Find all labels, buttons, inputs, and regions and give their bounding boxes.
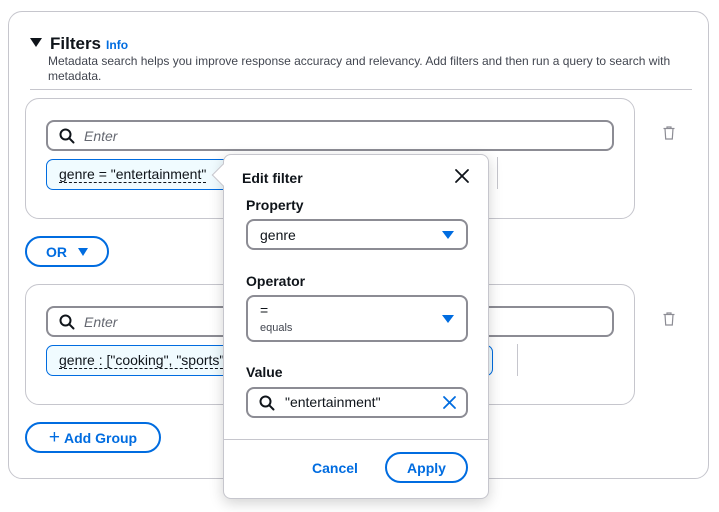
property-label: Property (246, 197, 304, 213)
operator-label: Operator (246, 273, 306, 289)
search-icon (59, 128, 75, 144)
value-input[interactable]: "entertainment" (246, 387, 468, 418)
operator-value: = (260, 302, 269, 318)
value-label: Value (246, 364, 283, 380)
add-group-button[interactable]: + Add Group (25, 422, 161, 453)
cancel-button[interactable]: Cancel (312, 460, 358, 476)
filters-header[interactable]: Filters Info (30, 34, 128, 54)
filter-token[interactable]: genre = "entertainment" (46, 159, 236, 190)
trash-icon[interactable] (663, 312, 675, 326)
value-text: "entertainment" (285, 394, 381, 410)
apply-button[interactable]: Apply (385, 452, 468, 483)
trash-icon[interactable] (663, 126, 675, 140)
search-placeholder: Enter (84, 314, 118, 330)
filters-title: Filters (50, 34, 102, 53)
info-link[interactable]: Info (106, 38, 129, 52)
search-icon (59, 314, 75, 330)
add-group-label: Add Group (64, 429, 138, 446)
property-value: genre (260, 227, 296, 243)
divider (30, 89, 692, 90)
clear-icon[interactable] (442, 395, 457, 410)
close-icon[interactable] (454, 168, 470, 184)
caret-down-icon (442, 315, 454, 323)
plus-icon: + (48, 426, 60, 448)
or-dropdown-button[interactable]: OR (25, 236, 109, 267)
filters-description: Metadata search helps you improve respon… (48, 54, 671, 83)
popover-divider (224, 439, 488, 440)
edit-filter-popover: Edit filter Property genre Operator = eq… (211, 154, 489, 499)
or-label: OR (46, 243, 67, 260)
group1-search-input[interactable]: Enter (46, 120, 614, 151)
caret-down-icon[interactable] (30, 38, 42, 47)
operator-description: equals (260, 322, 293, 334)
filter-token-label[interactable]: genre : ["cooking", "sports"] (59, 352, 229, 369)
token-separator (517, 344, 518, 376)
popover-title: Edit filter (242, 170, 303, 186)
token-separator (497, 157, 498, 189)
search-placeholder: Enter (84, 128, 118, 144)
caret-down-icon (78, 247, 88, 256)
search-icon (259, 395, 275, 411)
operator-select[interactable]: = equals (246, 295, 468, 342)
filter-token-label[interactable]: genre = "entertainment" (59, 166, 207, 183)
caret-down-icon (442, 231, 454, 239)
property-select[interactable]: genre (246, 219, 468, 250)
